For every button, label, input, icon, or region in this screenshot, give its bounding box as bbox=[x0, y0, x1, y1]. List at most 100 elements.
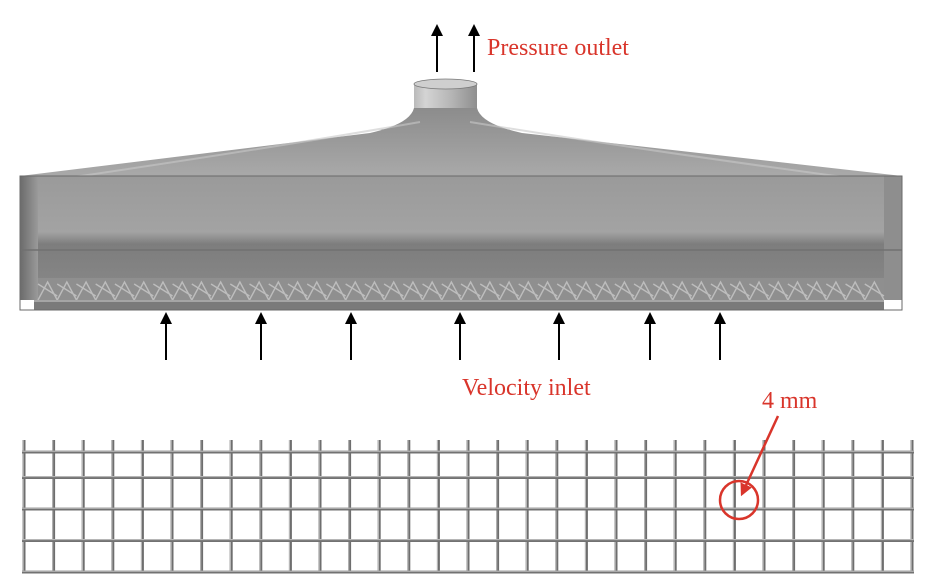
mesh-cell bbox=[323, 449, 347, 475]
mesh-cell bbox=[678, 449, 702, 475]
mesh-cell bbox=[796, 449, 821, 475]
mesh-strip-wire bbox=[383, 280, 404, 301]
mesh-cell bbox=[796, 512, 821, 538]
mesh-cell bbox=[855, 480, 880, 506]
mesh-cell bbox=[826, 480, 850, 506]
mesh-strip-wire bbox=[114, 280, 135, 301]
mesh-cell bbox=[145, 543, 169, 569]
mesh-strip-wire bbox=[37, 280, 58, 301]
mesh-strip-wire bbox=[594, 280, 616, 301]
mesh-strip-wire bbox=[864, 280, 885, 301]
mesh-cell bbox=[263, 543, 288, 569]
mesh-strip-wire bbox=[229, 280, 251, 301]
callout-circle bbox=[718, 479, 760, 521]
mesh-cell bbox=[619, 449, 643, 475]
mesh-cell bbox=[530, 480, 554, 506]
mesh-cell bbox=[27, 480, 51, 506]
mesh-strip-wire bbox=[345, 280, 366, 301]
mesh-cell bbox=[885, 543, 909, 569]
mesh-strip-wire bbox=[56, 280, 78, 301]
pressure-outlet-label: Pressure outlet bbox=[487, 35, 629, 61]
mesh-strip-wire bbox=[460, 280, 481, 301]
mesh-cell bbox=[204, 480, 229, 506]
mesh-cell bbox=[648, 512, 673, 538]
mesh-cell bbox=[826, 543, 850, 569]
mesh-strip-wire bbox=[171, 280, 193, 301]
mesh-strip-wire bbox=[575, 280, 597, 301]
mesh-strip-wire bbox=[75, 280, 97, 301]
mesh-cell bbox=[619, 543, 643, 569]
mesh-cell bbox=[589, 449, 613, 475]
mesh-strip-wire bbox=[825, 280, 847, 301]
mesh-cell bbox=[855, 543, 880, 569]
mesh-cell bbox=[234, 512, 258, 538]
mesh-cell bbox=[293, 449, 317, 475]
mesh-cell bbox=[86, 480, 110, 506]
mesh-strip-wire bbox=[710, 280, 731, 301]
outlet-arrows bbox=[431, 24, 480, 72]
mesh-cell bbox=[293, 543, 317, 569]
mesh-cell bbox=[293, 480, 317, 506]
diffuser-model bbox=[19, 78, 903, 311]
mesh-cell bbox=[500, 543, 525, 569]
mesh-strip-wire bbox=[518, 280, 539, 301]
mesh-cell bbox=[589, 480, 613, 506]
mesh-cell bbox=[500, 512, 525, 538]
mesh-cell bbox=[441, 480, 465, 506]
mesh-cell bbox=[175, 480, 199, 506]
mesh-strip-wire bbox=[133, 280, 154, 301]
mesh-cell bbox=[115, 480, 140, 506]
mesh-cell bbox=[204, 512, 229, 538]
mesh-cell bbox=[382, 512, 406, 538]
mesh-cell bbox=[27, 512, 51, 538]
mesh-strip-wire bbox=[671, 280, 693, 301]
mesh-cell bbox=[559, 480, 584, 506]
mesh-cell bbox=[885, 480, 909, 506]
mesh-cell bbox=[707, 512, 732, 538]
mesh-cell bbox=[352, 480, 377, 506]
mesh-cell bbox=[471, 543, 495, 569]
mesh-cell bbox=[352, 543, 377, 569]
mesh-cell bbox=[145, 449, 169, 475]
mesh-strip-wire bbox=[441, 280, 462, 301]
mesh-strip-wire bbox=[325, 280, 347, 301]
mesh-cell bbox=[441, 449, 465, 475]
mesh-cell bbox=[411, 512, 436, 538]
mesh-strip-wire bbox=[152, 280, 174, 301]
mesh-cell bbox=[500, 449, 525, 475]
mesh-strip-wire bbox=[556, 280, 577, 301]
mesh-cell bbox=[115, 543, 140, 569]
mesh-cell bbox=[441, 512, 465, 538]
mesh-cell bbox=[175, 543, 199, 569]
mesh-cell bbox=[678, 480, 702, 506]
mesh-cell bbox=[175, 512, 199, 538]
mesh-cell bbox=[855, 449, 880, 475]
mesh-cell bbox=[707, 543, 732, 569]
mesh-cell bbox=[204, 449, 229, 475]
mesh-cell bbox=[86, 543, 110, 569]
outlet-rim bbox=[413, 78, 478, 90]
mesh-strip-wire bbox=[787, 280, 808, 301]
mesh-cell bbox=[767, 480, 791, 506]
mesh-cell bbox=[648, 543, 673, 569]
mesh-strip-wire bbox=[498, 280, 520, 301]
mesh-strip-wire bbox=[287, 280, 308, 301]
mesh-cell bbox=[145, 480, 169, 506]
mesh-cell bbox=[530, 449, 554, 475]
mesh-strip-wire bbox=[364, 280, 385, 301]
mesh-cell bbox=[737, 543, 761, 569]
mesh-cell bbox=[796, 480, 821, 506]
mesh-cell bbox=[145, 512, 169, 538]
mesh-cell bbox=[826, 512, 850, 538]
mesh-cell bbox=[411, 480, 436, 506]
mesh-strip-wire bbox=[633, 280, 654, 301]
mesh-cell bbox=[471, 449, 495, 475]
mesh-cell bbox=[589, 543, 613, 569]
mesh-cell bbox=[382, 449, 406, 475]
diffuser-top bbox=[20, 108, 902, 176]
mesh-cell bbox=[885, 512, 909, 538]
mesh-cell bbox=[559, 512, 584, 538]
mesh-cell bbox=[234, 449, 258, 475]
